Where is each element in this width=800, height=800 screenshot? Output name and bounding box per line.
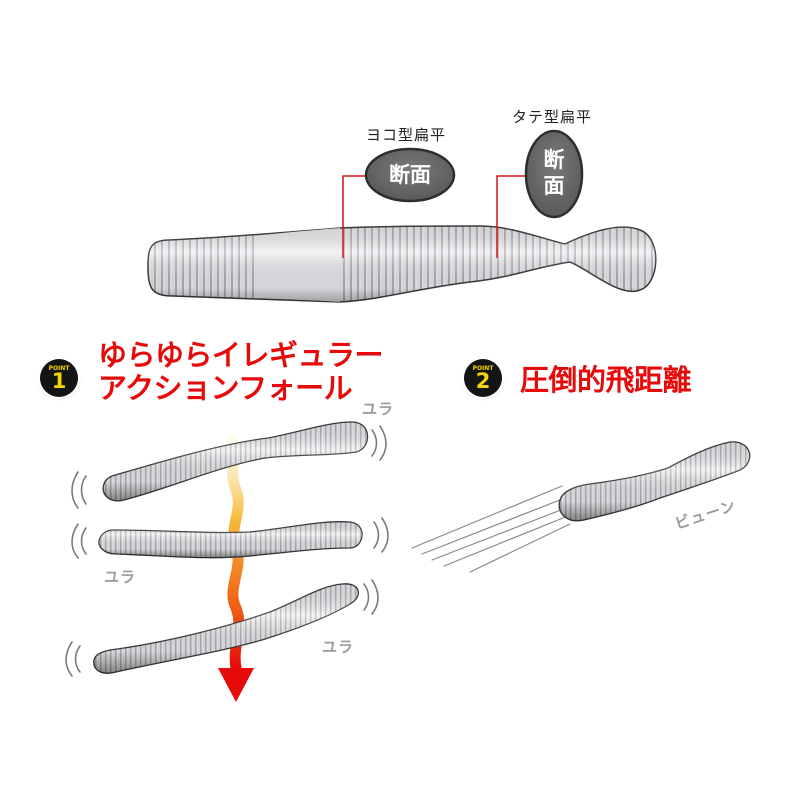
point-1-badge-number: 1 (51, 369, 67, 393)
fall-arrow (218, 434, 254, 702)
point-1-badge: POINT 1 (40, 359, 78, 397)
vertical-section-label: タテ型扁平 (512, 108, 593, 126)
falling-worm-3 (93, 583, 360, 674)
main-worm (147, 225, 657, 303)
point-1-headline-line-2: アクションフォール (98, 371, 353, 405)
vertical-section-text-1: 断 (543, 148, 565, 172)
point-2-badge-number: 2 (475, 369, 491, 393)
falling-worm-1 (102, 421, 369, 502)
point-1-badge-word: POINT (48, 365, 70, 372)
wobble-marks (65, 425, 389, 677)
speed-lines (411, 485, 571, 573)
sound-effect-3: ユラ (322, 638, 355, 656)
flying-worm (558, 441, 751, 522)
point-2-headline: 圧倒的飛距離 (520, 363, 692, 397)
horizontal-section-leader (342, 175, 368, 258)
vertical-section-text-2: 面 (543, 174, 565, 198)
point-2-badge-word: POINT (472, 365, 494, 372)
horizontal-section-label: ヨコ型扁平 (366, 126, 447, 144)
vertical-section-leader (496, 175, 527, 258)
point-1-headline-line-1: ゆらゆらイレギュラー (98, 338, 384, 372)
horizontal-section-text: 断面 (389, 163, 431, 187)
vertical-section-oval (524, 129, 584, 219)
sound-effect-2: ユラ (104, 568, 137, 586)
sound-effect-1: ユラ (362, 400, 395, 418)
falling-worm-2 (98, 521, 363, 559)
point-2-badge: POINT 2 (464, 359, 502, 397)
horizontal-section-oval (364, 147, 456, 203)
